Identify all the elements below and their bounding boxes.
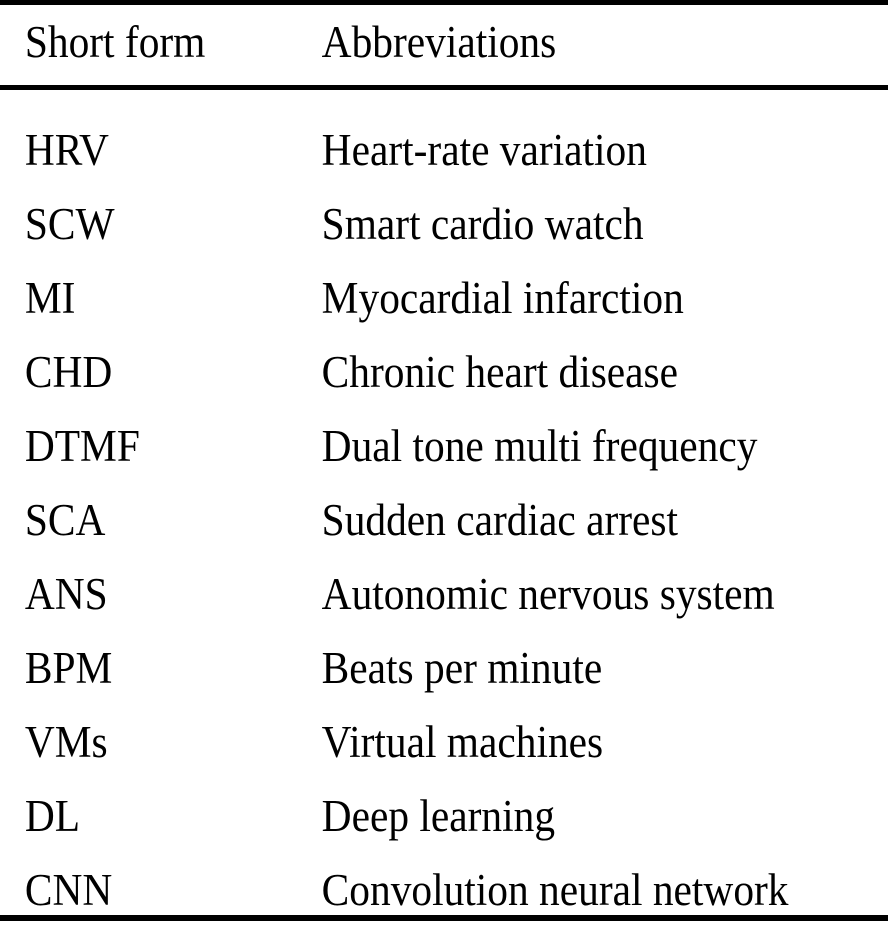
table-row: DTMF Dual tone multi frequency bbox=[0, 409, 888, 483]
table-row: VMs Virtual machines bbox=[0, 705, 888, 779]
cell-abbreviation: Dual tone multi frequency bbox=[321, 421, 758, 471]
column-header-short-form: Short form bbox=[24, 17, 206, 67]
cell-abbreviation: Virtual machines bbox=[321, 717, 604, 767]
table-top-rule bbox=[0, 0, 888, 5]
spacer-cell-left bbox=[0, 85, 293, 113]
column-header-abbreviations: Abbreviations bbox=[321, 17, 557, 67]
cell-abbreviation: Convolution neural network bbox=[321, 865, 789, 915]
table-header-row: Short form Abbreviations bbox=[0, 0, 888, 85]
cell-short-form: MI bbox=[24, 273, 76, 323]
table-row: MI Myocardial infarction bbox=[0, 261, 888, 335]
cell-short-form: DL bbox=[24, 791, 81, 841]
cell-short-form: CNN bbox=[24, 865, 113, 915]
table-row: SCW Smart cardio watch bbox=[0, 187, 888, 261]
cell-abbreviation: Chronic heart disease bbox=[321, 347, 679, 397]
table-header: Short form Abbreviations bbox=[0, 0, 888, 85]
table-row: BPM Beats per minute bbox=[0, 631, 888, 705]
cell-short-form: HRV bbox=[24, 125, 109, 175]
table-header-gap bbox=[0, 85, 888, 113]
table-body: HRV Heart-rate variation SCW Smart cardi… bbox=[0, 85, 888, 927]
cell-short-form: DTMF bbox=[24, 421, 140, 471]
cell-abbreviation: Myocardial infarction bbox=[321, 273, 684, 323]
cell-short-form: BPM bbox=[24, 643, 113, 693]
cell-abbreviation: Autonomic nervous system bbox=[321, 569, 775, 619]
cell-abbreviation: Beats per minute bbox=[321, 643, 603, 693]
cell-abbreviation: Heart-rate variation bbox=[321, 125, 647, 175]
cell-short-form: CHD bbox=[24, 347, 113, 397]
cell-short-form: ANS bbox=[24, 569, 108, 619]
table-row: DL Deep learning bbox=[0, 779, 888, 853]
cell-short-form: SCA bbox=[24, 495, 106, 545]
cell-short-form: SCW bbox=[24, 199, 115, 249]
cell-abbreviation: Smart cardio watch bbox=[321, 199, 644, 249]
table-bottom-rule bbox=[0, 915, 888, 921]
table-row: CHD Chronic heart disease bbox=[0, 335, 888, 409]
spacer-cell-right bbox=[318, 85, 842, 113]
cell-abbreviation: Sudden cardiac arrest bbox=[321, 495, 679, 545]
table-row: CNN Convolution neural network bbox=[0, 853, 888, 927]
table-row: SCA Sudden cardiac arrest bbox=[0, 483, 888, 557]
table-row: HRV Heart-rate variation bbox=[0, 113, 888, 187]
table-header-rule bbox=[0, 85, 888, 90]
table-row: ANS Autonomic nervous system bbox=[0, 557, 888, 631]
cell-short-form: VMs bbox=[24, 717, 108, 767]
cell-abbreviation: Deep learning bbox=[321, 791, 556, 841]
